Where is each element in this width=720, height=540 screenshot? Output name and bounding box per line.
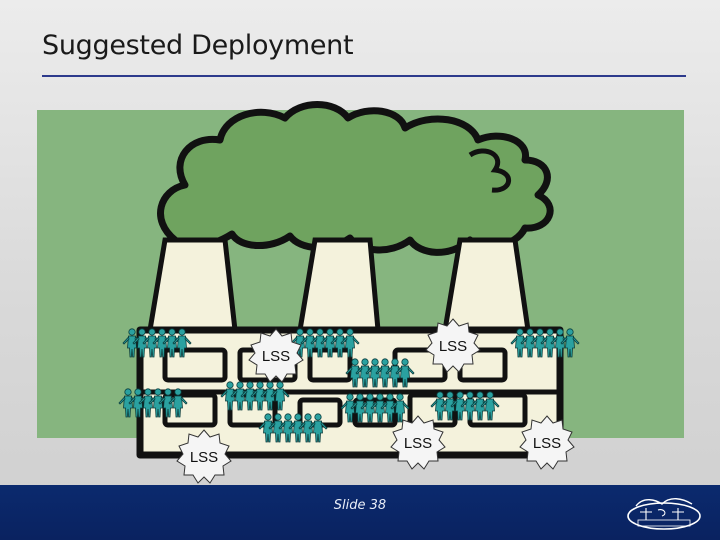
lss-badge-label: LSS: [262, 348, 290, 365]
smoke-swirl: [468, 148, 511, 193]
slide-title: Suggested Deployment: [42, 30, 354, 61]
chimney-left: [147, 237, 238, 333]
lss-badge-label: LSS: [439, 338, 467, 355]
title-underline: [42, 75, 686, 77]
lss-badge: LSS: [176, 429, 232, 484]
chimney-right: [442, 237, 531, 333]
lss-badge: LSS: [248, 328, 304, 383]
lss-badge-label: LSS: [533, 435, 561, 452]
lss-badge: LSS: [425, 318, 481, 373]
footer-bar: [0, 485, 720, 540]
lss-badge-label: LSS: [404, 435, 432, 452]
henry-ford-logo: [627, 498, 701, 530]
lss-badge: LSS: [390, 415, 446, 470]
lss-badge-label: LSS: [190, 449, 218, 466]
chimney-middle: [297, 237, 381, 333]
slide-number: Slide 38: [333, 498, 387, 513]
lss-badge: LSS: [519, 415, 575, 470]
